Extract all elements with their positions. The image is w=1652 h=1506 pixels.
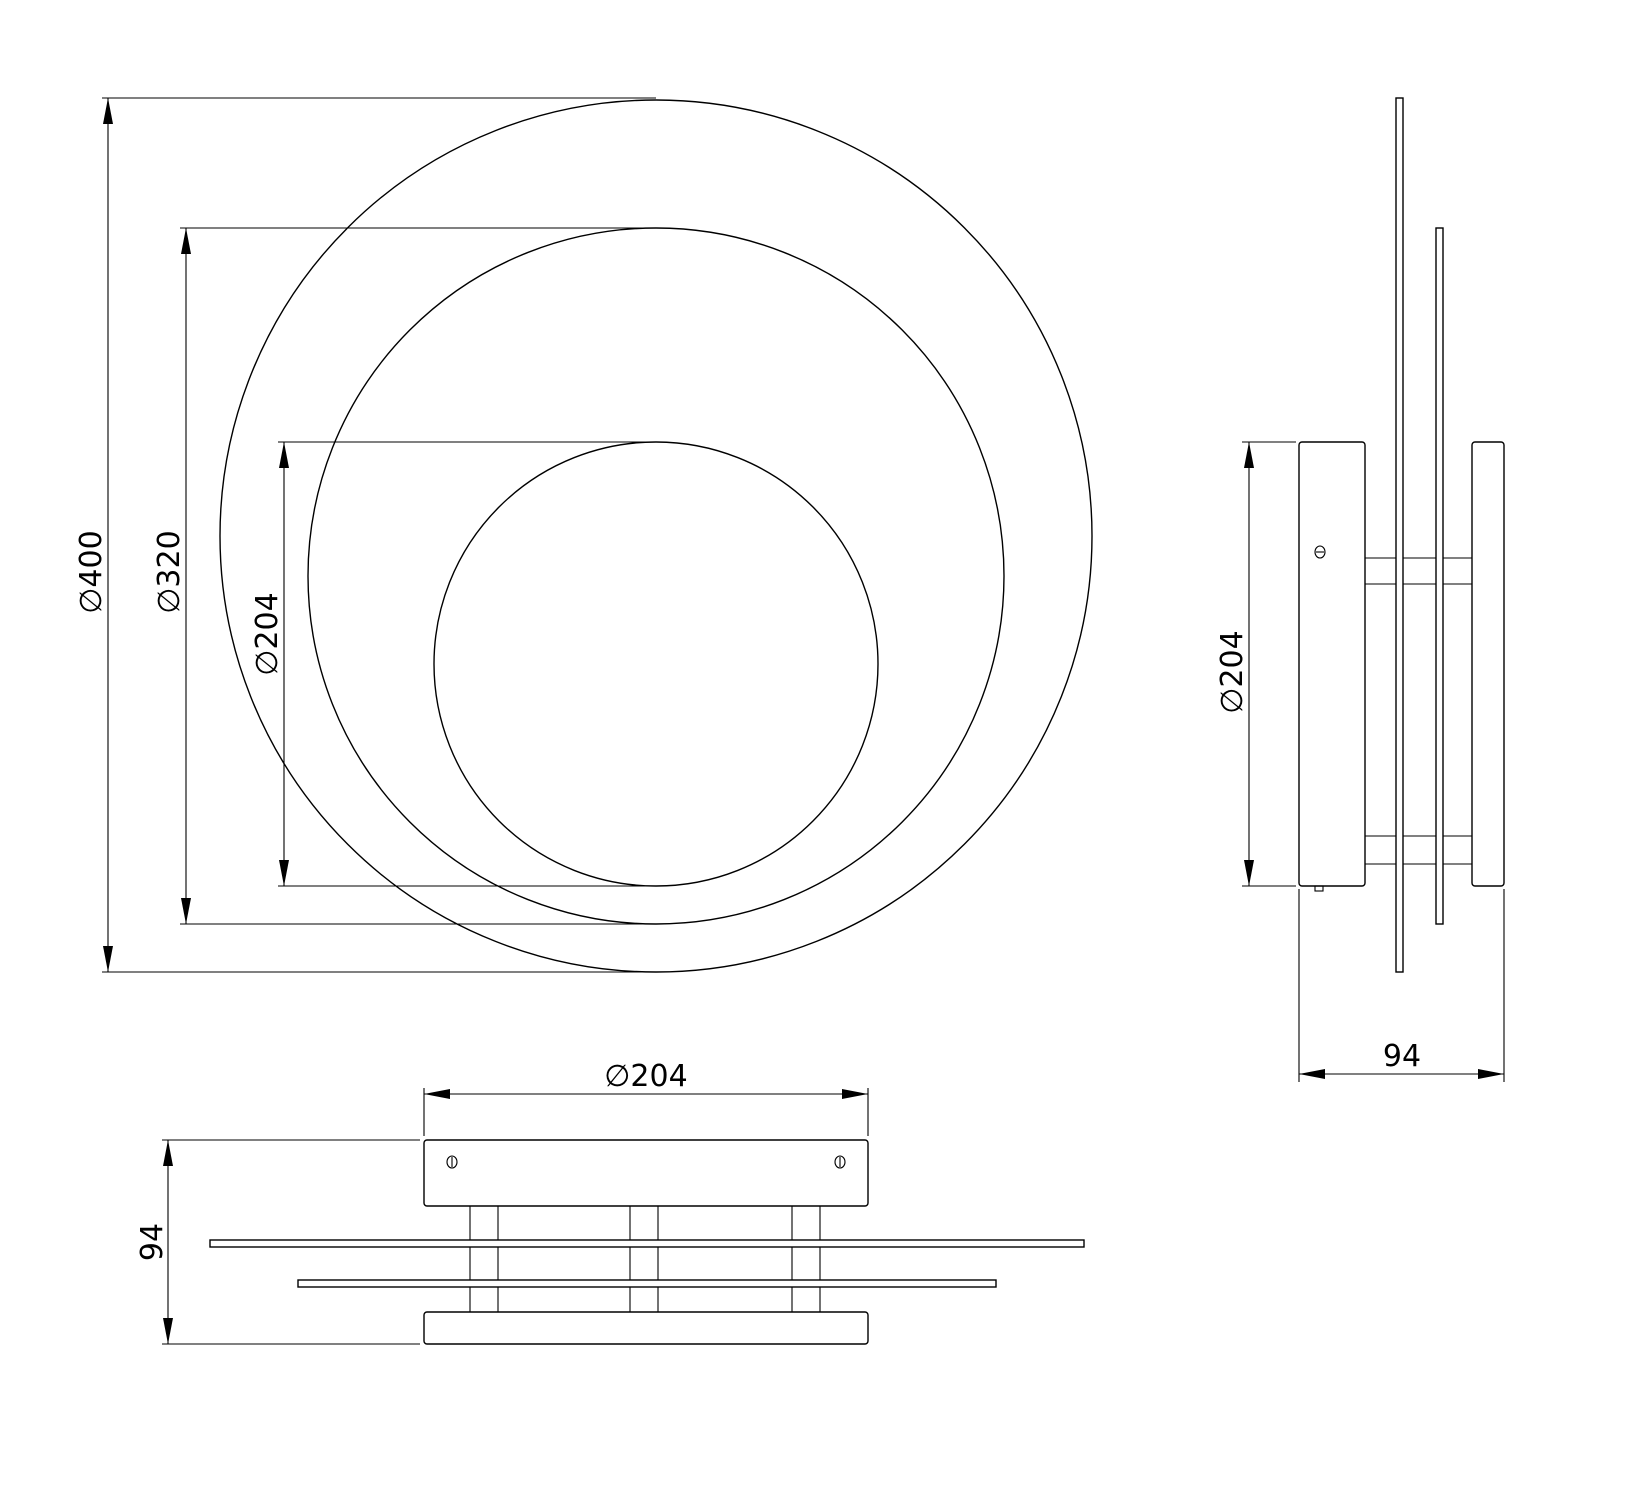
dimension-label-middle: ∅320 (152, 530, 187, 613)
top-back-plate (423, 1139, 869, 1207)
side-large-disc (1395, 97, 1404, 973)
dimension-label-side-height: ∅204 (1215, 630, 1250, 713)
side-front-disc (1471, 441, 1505, 887)
side-clip (1314, 885, 1324, 892)
screw-icon (1314, 545, 1326, 559)
dimension-outer-diameter: ∅400 (74, 97, 656, 973)
dimension-middle-diameter: ∅320 (152, 227, 656, 925)
dimension-side-height: ∅204 (1215, 441, 1296, 887)
dimension-label-outer: ∅400 (74, 530, 109, 613)
top-large-disc (209, 1239, 1085, 1248)
dimension-label-top-width: ∅204 (604, 1059, 687, 1094)
dimension-top-height: 94 (135, 1139, 420, 1345)
side-standoffs (1365, 557, 1472, 865)
front-view: ∅400 ∅320 ∅204 (74, 97, 1093, 973)
screw-icon (834, 1155, 846, 1169)
top-medium-disc (297, 1279, 997, 1288)
top-front-disc (423, 1311, 869, 1345)
side-medium-disc (1435, 227, 1444, 925)
dimension-side-depth: 94 (1298, 889, 1505, 1082)
dimension-top-width: ∅204 (423, 1059, 869, 1136)
dimension-inner-diameter: ∅204 (250, 441, 656, 887)
top-view: ∅204 94 (135, 1059, 1085, 1345)
outer-disc-outline (219, 99, 1093, 973)
side-view: ∅204 94 (1215, 97, 1505, 1082)
middle-disc-outline (307, 227, 1005, 925)
dimension-label-top-height: 94 (135, 1223, 170, 1261)
dimension-label-side-depth: 94 (1383, 1039, 1421, 1074)
screw-icon (446, 1155, 458, 1169)
side-back-plate (1298, 441, 1366, 887)
inner-disc-outline (433, 441, 879, 887)
dimension-label-inner: ∅204 (250, 592, 285, 675)
top-standoffs (469, 1206, 821, 1312)
